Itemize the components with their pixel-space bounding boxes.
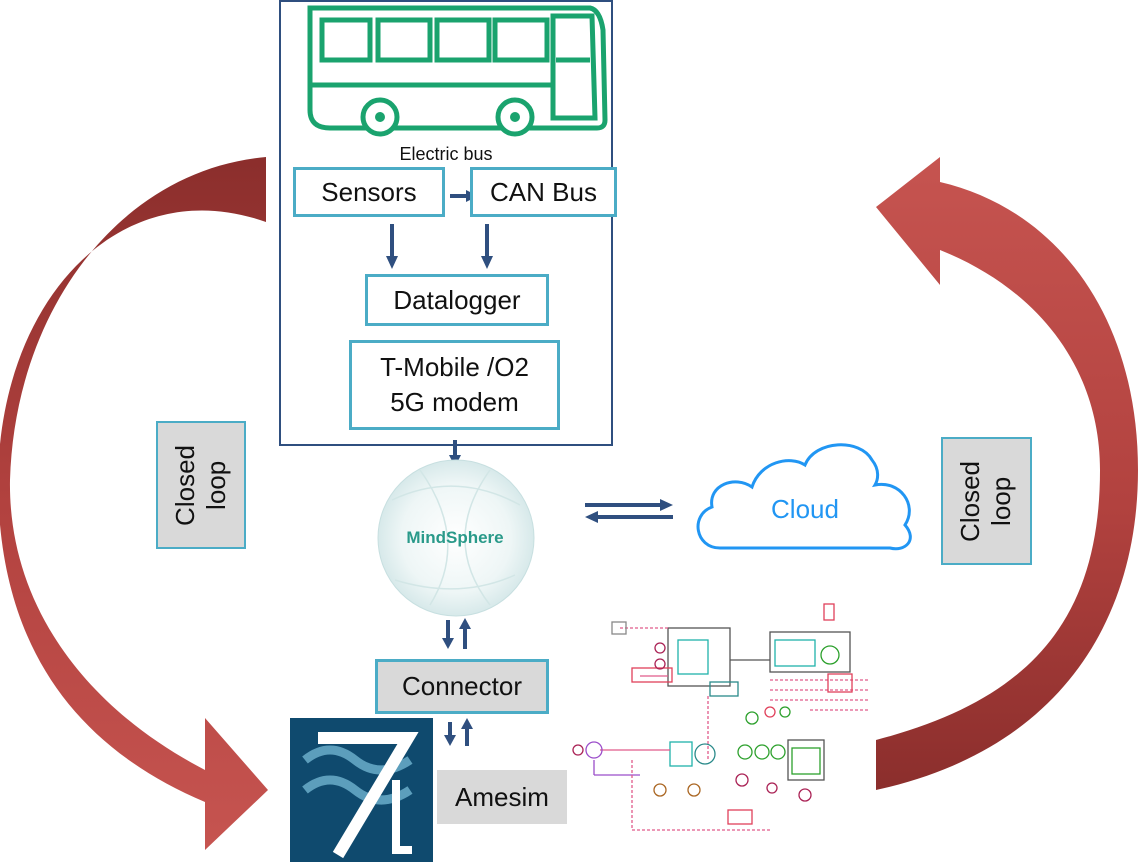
bus-icon (307, 5, 608, 137)
connector-label: Connector (402, 671, 522, 701)
mindsphere-connector-arrows (442, 618, 471, 649)
modem-label-line2: 5G modem (390, 387, 519, 417)
sensors-to-datalogger-arrow (386, 224, 398, 269)
mindsphere-label: MindSphere (406, 528, 504, 547)
closed-loop-left-label: Closed loop (169, 444, 231, 526)
sensors-box: Sensors (293, 167, 445, 217)
sensors-label: Sensors (321, 176, 417, 207)
amesim-label-box: Amesim (437, 770, 567, 824)
mindsphere-cloud-arrows (585, 499, 673, 523)
left-loop-arrow (0, 157, 268, 850)
datalogger-label: Datalogger (393, 284, 521, 315)
simulation-schematic (572, 603, 870, 831)
modem-label-line1: T-Mobile /O2 (380, 351, 529, 382)
can-bus-box: CAN Bus (470, 167, 617, 217)
cloud-icon (696, 443, 912, 551)
closed-loop-right-label: Closed loop (955, 460, 1017, 542)
modem-box: T-Mobile /O2 5G modem (349, 340, 560, 430)
connector-amesim-arrows (444, 718, 473, 746)
electric-bus-frame (279, 0, 613, 446)
right-loop-arrow (876, 157, 1138, 790)
can-bus-label: CAN Bus (490, 176, 597, 207)
electric-bus-label: Electric bus (399, 144, 493, 164)
mindsphere-logo (377, 459, 535, 617)
can-to-datalogger-arrow (481, 224, 493, 269)
closed-loop-right-box: Closed loop (941, 437, 1032, 565)
datalogger-box: Datalogger (365, 274, 549, 326)
amesim-logo (290, 718, 433, 862)
cloud-label: Cloud (771, 494, 839, 524)
amesim-label: Amesim (455, 781, 549, 812)
connector-box: Connector (375, 659, 549, 714)
closed-loop-left-box: Closed loop (156, 421, 246, 549)
